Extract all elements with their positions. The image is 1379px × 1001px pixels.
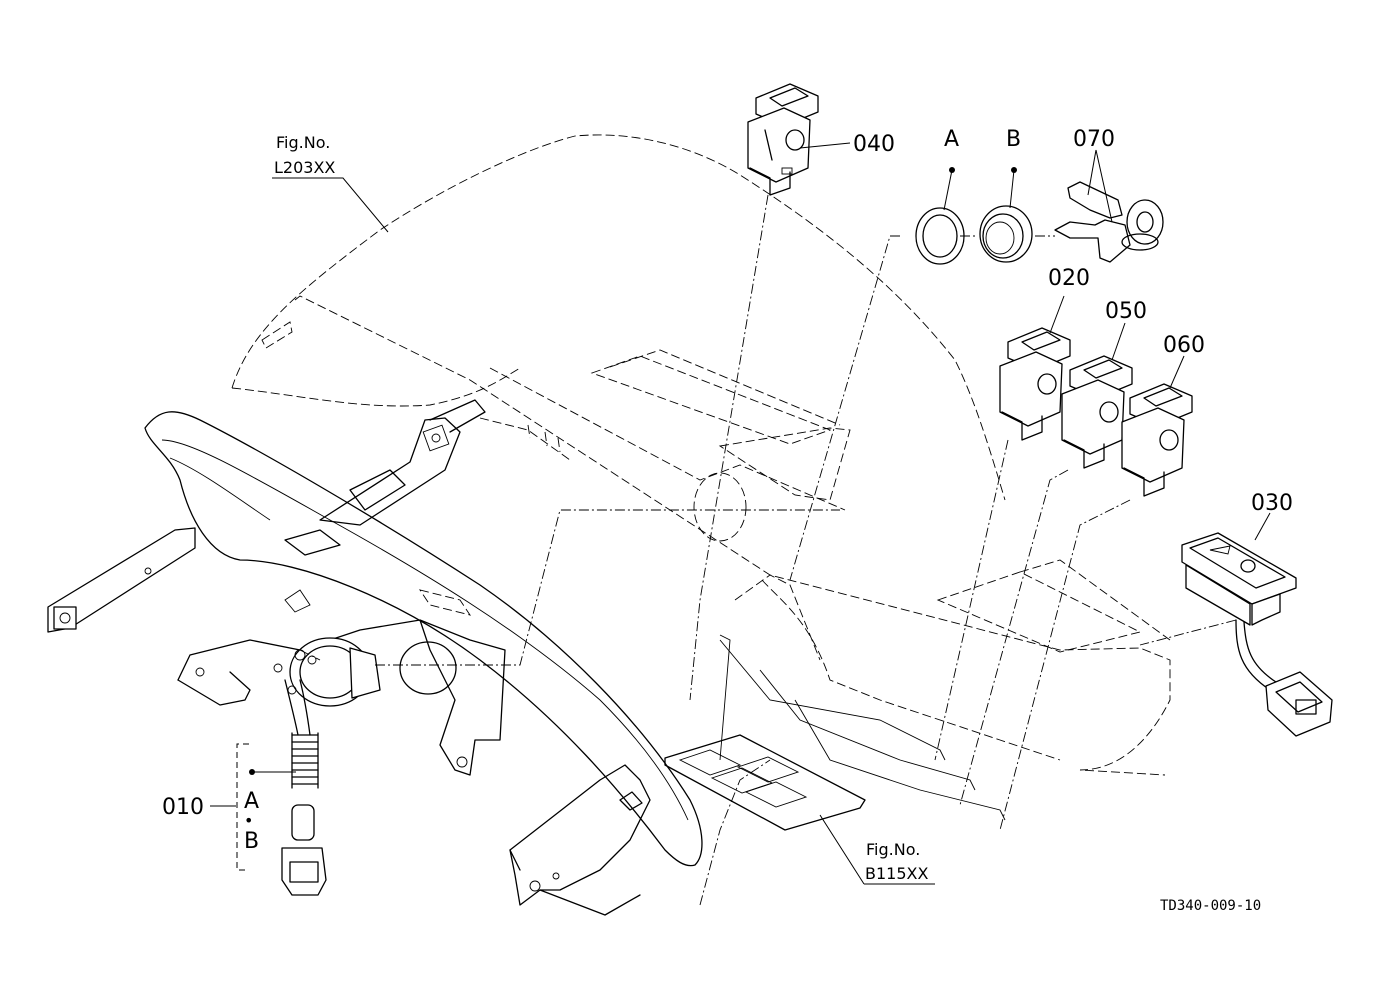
ring-b	[979, 205, 1033, 263]
label-ab-a: A	[244, 789, 259, 814]
callout-leaders	[210, 142, 1271, 885]
label-010: 010	[162, 795, 204, 820]
ring-a	[915, 207, 965, 265]
label-030: 030	[1251, 491, 1293, 516]
switch-020	[999, 327, 1071, 441]
switch-050	[1061, 355, 1133, 469]
switch-040	[747, 83, 819, 196]
fig-ref-upper-line1: Fig.No.	[276, 133, 330, 152]
key-switch-010	[273, 637, 381, 896]
dash-frame	[47, 399, 866, 916]
keys-070	[1054, 181, 1164, 263]
label-a: A	[944, 127, 959, 152]
dashboard-cowl-outline	[231, 134, 1171, 776]
drawing-code: TD340-009-10	[1160, 898, 1261, 914]
label-050: 050	[1105, 299, 1147, 324]
label-ab-dot: •	[244, 811, 253, 830]
panel-030	[1181, 532, 1333, 737]
label-070: 070	[1073, 127, 1115, 152]
label-b: B	[1006, 127, 1021, 152]
fig-ref-lower-line2: B115XX	[865, 864, 928, 883]
assembly-lines	[299, 194, 1237, 831]
label-ab-b: B	[244, 829, 259, 854]
label-040: 040	[853, 132, 895, 157]
label-020: 020	[1048, 266, 1090, 291]
part-labels: 040 A B 070 020 050 060 030 010 A • B Fi…	[162, 127, 1293, 914]
fig-ref-upper-line2: L203XX	[274, 158, 335, 177]
switch-060	[1121, 383, 1193, 497]
label-060: 060	[1163, 333, 1205, 358]
fig-ref-lower-line1: Fig.No.	[866, 840, 920, 859]
